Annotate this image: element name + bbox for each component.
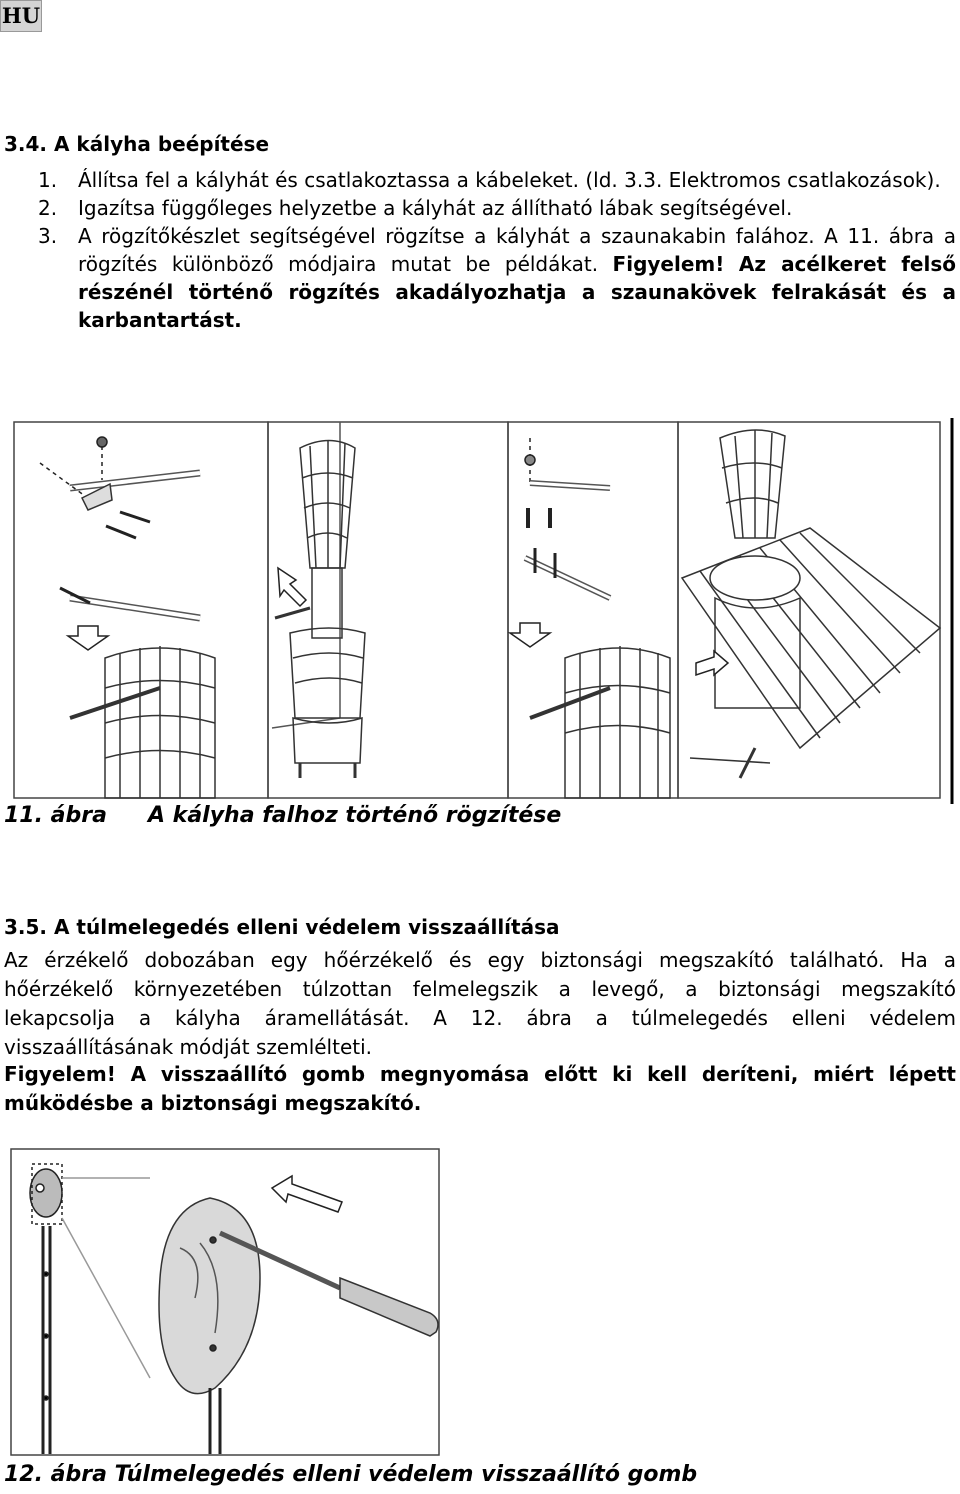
sensor-box-small xyxy=(29,1163,151,1454)
heater-cage-partial xyxy=(69,646,216,799)
panel-frame xyxy=(677,421,941,799)
warning-text: Az acélkeret felső részénél történő rögz… xyxy=(78,252,957,332)
pointer-arrow-icon xyxy=(695,649,730,677)
bracket-with-screws xyxy=(39,436,201,540)
section-3-4-heading: 3.4. A kályha beépítése xyxy=(4,132,270,156)
figure-11-illustration xyxy=(10,418,956,804)
pointer-arrow-icon xyxy=(277,566,308,608)
heater-cage-partial xyxy=(529,646,671,799)
step-number: 2. xyxy=(38,196,58,220)
step-text: Állítsa fel a kályhát és csatlakoztassa … xyxy=(78,168,941,192)
heater-with-bench xyxy=(680,429,942,779)
sensor-box-enlarged xyxy=(158,1197,261,1454)
pointer-arrow-icon xyxy=(270,1174,343,1213)
list-item: 2. Igazítsa függőleges helyzetbe a kályh… xyxy=(38,194,956,222)
installation-steps-list: 1. Állítsa fel a kályhát és csatlakoztas… xyxy=(38,166,956,334)
figure-11-title: A kályha falhoz történő rögzítése xyxy=(148,803,562,828)
down-arrow-icon xyxy=(65,625,111,651)
down-arrow-icon xyxy=(507,622,553,648)
step-number: 3. xyxy=(38,224,58,248)
figure-12-illustration xyxy=(10,1148,445,1458)
section-3-5-warning: Figyelem! A visszaállító gomb megnyomása… xyxy=(4,1062,956,1115)
panel-frame xyxy=(507,421,679,799)
heater-full xyxy=(271,422,366,778)
section-3-5-heading: 3.5. A túlmelegedés elleni védelem vissz… xyxy=(4,915,560,939)
figure-11-number: 11. ábra xyxy=(4,803,107,828)
step-text: A rögzítőkészlet segítségével rögzítse a… xyxy=(78,224,956,276)
screwdriver xyxy=(218,1230,439,1337)
list-item: 1. Állítsa fel a kályhát és csatlakoztas… xyxy=(38,166,956,194)
bracket-second xyxy=(59,586,201,622)
list-item: 3. A rögzítőkészlet segítségével rögzíts… xyxy=(38,222,956,334)
step-number: 1. xyxy=(38,168,58,192)
language-badge: HU xyxy=(0,0,42,32)
screws-and-bracket xyxy=(523,438,612,601)
warning-label: Figyelem! xyxy=(612,252,725,276)
step-text: Igazítsa függőleges helyzetbe a kályhát … xyxy=(78,196,793,220)
section-3-5-body: Az érzékelő dobozában egy hőérzékelő és … xyxy=(4,948,956,1059)
figure-12-caption: 12. ábra Túlmelegedés elleni védelem vis… xyxy=(4,1462,698,1487)
